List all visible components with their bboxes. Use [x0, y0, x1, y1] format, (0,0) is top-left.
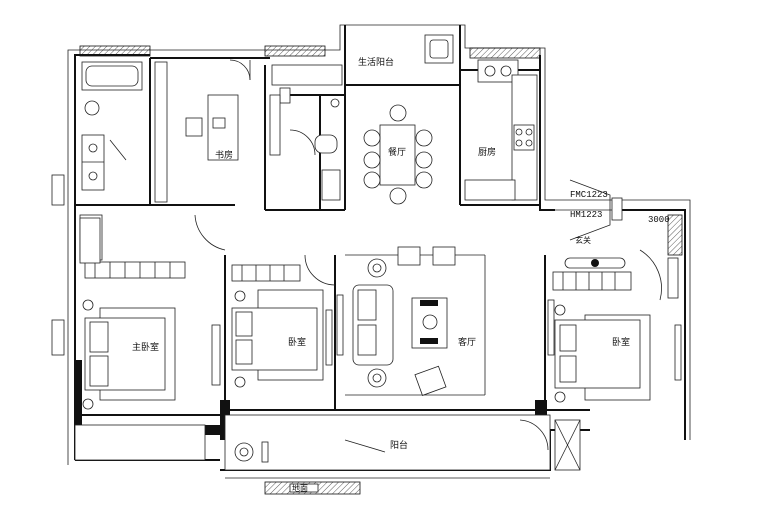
closet-strip — [79, 217, 101, 264]
room-label-balcony: 阳台 — [390, 439, 408, 451]
entrance: FMC1223 HM1223 玄关 3000 — [555, 179, 683, 301]
door-code-fmc: FMC1223 — [570, 190, 608, 200]
dining-furniture: 餐厅 — [363, 104, 433, 205]
room-label-bedroom-middle: 卧室 — [288, 336, 306, 348]
room-label-living-room: 客厅 — [458, 336, 476, 348]
room-label-master-bedroom: 主卧室 — [132, 341, 159, 353]
room-label-dining: 餐厅 — [388, 146, 406, 158]
balcony: 地面 阳台 — [74, 414, 581, 495]
wc-fixtures — [269, 64, 343, 201]
master-bedroom: 主卧室 — [79, 214, 226, 410]
edge-mark: 3000 — [648, 215, 670, 225]
door-code-hm: HM1223 — [570, 210, 602, 220]
right-bedroom: 卧室 — [547, 257, 682, 403]
room-label-bedroom-right: 卧室 — [612, 336, 630, 348]
middle-bedroom: 卧室 — [231, 254, 336, 388]
living-room: 客厅 — [336, 246, 476, 396]
room-label-entrance: 玄关 — [575, 235, 591, 245]
kitchen-fixtures: 厨房 — [464, 59, 538, 201]
left-windows — [51, 174, 65, 356]
utility-balcony: 生活阳台 — [358, 34, 454, 68]
hatch-label: 地面 — [292, 483, 308, 493]
room-label-kitchen: 厨房 — [478, 146, 496, 158]
interior-walls — [75, 58, 590, 416]
study-furniture: 书房 — [154, 59, 251, 203]
room-label-utility-balcony: 生活阳台 — [358, 56, 394, 68]
bathroom-fixtures — [81, 61, 143, 191]
room-label-study: 书房 — [215, 149, 233, 161]
